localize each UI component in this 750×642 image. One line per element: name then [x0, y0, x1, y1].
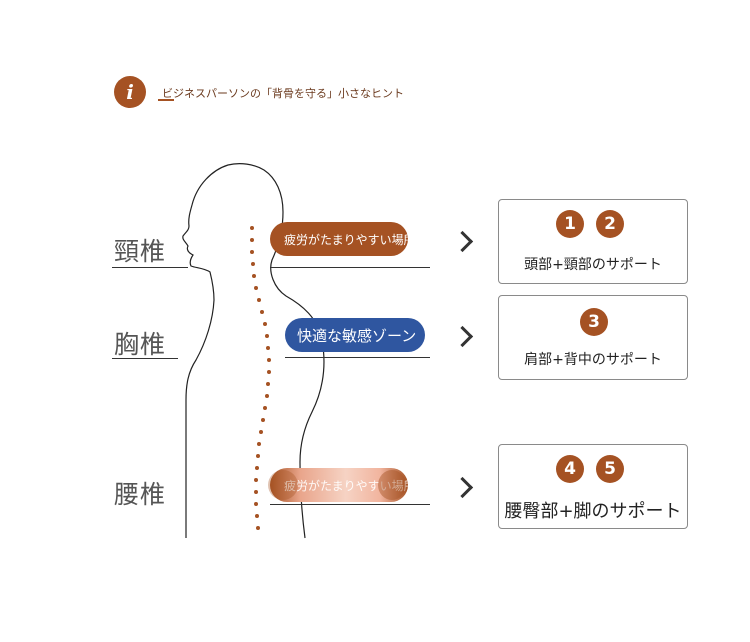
number-badge-3: 3	[580, 308, 608, 336]
number-badge-2: 2	[596, 210, 624, 238]
support-box-cervical: 1 2 頭部+頸部のサポート	[498, 199, 688, 284]
connector-line-cervical	[270, 267, 430, 268]
header-underline	[158, 99, 174, 101]
support-box-thoracic: 3 肩部+背中のサポート	[498, 295, 688, 380]
support-text-cervical: 頭部+頸部のサポート	[524, 257, 662, 273]
tag-fatigue-cervical: 疲労がたまりやすい場所	[270, 222, 408, 256]
tag-sensitive-thoracic: 快適な敏感ゾーン	[285, 318, 425, 352]
info-icon: i	[114, 76, 146, 108]
support-box-lumbar: 4 5 腰臀部+脚のサポート	[498, 444, 688, 529]
number-badge-4: 4	[556, 455, 584, 483]
number-badge-5: 5	[596, 455, 624, 483]
spine-dots	[250, 226, 271, 530]
page-title: ビジネスパーソンの「背骨を守る」小さなヒント	[162, 87, 404, 100]
region-label-thoracic: 胸椎	[114, 330, 167, 359]
tag-fatigue-lumbar: 疲労がたまりやすい場所	[270, 468, 408, 502]
region-label-lumbar: 腰椎	[114, 480, 167, 509]
support-text-thoracic: 肩部+背中のサポート	[524, 352, 662, 368]
connector-line-lumbar	[270, 504, 430, 505]
region-underline-cervical	[112, 267, 188, 268]
connector-line-thoracic	[285, 357, 430, 358]
support-text-lumbar: 腰臀部+脚のサポート	[504, 501, 682, 522]
region-underline-thoracic	[112, 358, 178, 359]
tag-fade-knob-right	[378, 470, 406, 500]
number-badge-1: 1	[556, 210, 584, 238]
tag-fade-knob-left	[268, 470, 298, 500]
region-label-cervical: 頸椎	[114, 237, 167, 266]
